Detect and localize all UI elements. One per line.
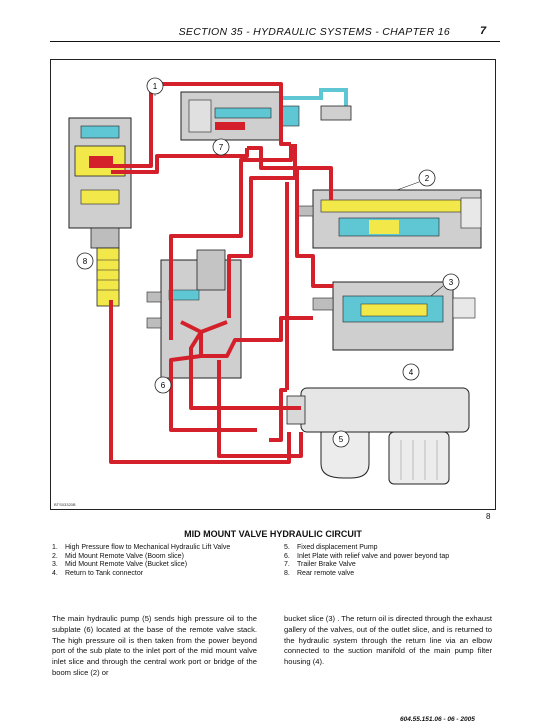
legend-text: Mid Mount Remote Valve (Boom slice)	[65, 552, 184, 560]
circuit-diagram: 1 2 3 4 5 6 7 8	[68, 77, 482, 485]
page-number: 7	[480, 25, 487, 37]
legend-number: 7.	[284, 561, 290, 568]
legend-text: Trailer Brake Valve	[297, 561, 356, 568]
legend-item: 6. Inlet Plate with relief valve and powe…	[284, 553, 504, 562]
callout-1-label: 1	[153, 82, 158, 91]
bucket-slice-valve	[312, 281, 476, 351]
legend-number: 4.	[52, 569, 58, 577]
callouts: 1 2 3 4 5 6 7 8	[76, 77, 460, 448]
legend-item: 4. Return to Tank connector	[52, 570, 252, 579]
callout-2	[418, 169, 436, 187]
legend-text: Rear remote valve	[297, 569, 355, 577]
legend-text: Inlet Plate with relief valve and power …	[297, 552, 450, 560]
callout-6-label: 6	[161, 381, 166, 390]
callout-3	[442, 273, 460, 291]
callout-8	[76, 252, 94, 270]
document-reference: 604.55.151.06 - 06 - 2005	[400, 716, 475, 723]
section-title: SECTION 35 - HYDRAULIC SYSTEMS - CHAPTER…	[178, 26, 450, 38]
legend-number: 5.	[284, 544, 290, 551]
pressure-lines	[109, 82, 333, 464]
trailer-brake-valve	[180, 88, 352, 141]
hydraulic-circuit-figure: 1 2 3 4 5 6 7 8 BTS03320B	[50, 59, 496, 510]
legend-text: Mid Mount Remote Valve (Bucket slice)	[65, 561, 188, 568]
legend-text: Return to Tank connector	[65, 569, 144, 577]
callout-5-label: 5	[339, 435, 344, 444]
pump-assembly	[286, 387, 470, 485]
callout-1	[146, 77, 164, 95]
legend-number: 1.	[52, 544, 58, 551]
legend-number: 8.	[284, 569, 290, 577]
body-text-left: The main hydraulic pump (5) sends high p…	[52, 614, 257, 677]
callout-3-label: 3	[449, 278, 454, 287]
legend-text: Fixed displacement Pump	[297, 544, 378, 551]
header-rule	[50, 41, 500, 42]
callout-8-label: 8	[83, 257, 88, 266]
legend-item: 7. Trailer Brake Valve	[284, 561, 504, 570]
legend-item: 1. High Pressure flow to Mechanical Hydra…	[52, 544, 252, 553]
legend-number: 6.	[284, 552, 290, 560]
body-text-right: bucket slice (3) . The return oil is dir…	[284, 614, 492, 667]
boom-slice-valve	[296, 189, 482, 249]
legend-right: 5. Fixed displacement Pump 6. Inlet Plate …	[284, 544, 504, 578]
legend-text: High Pressure flow to Mechanical Hydraul…	[65, 544, 231, 551]
legend-number: 3.	[52, 561, 58, 568]
callout-7-label: 7	[219, 143, 224, 152]
legend-item: 3. Mid Mount Remote Valve (Bucket slice)	[52, 561, 252, 570]
legend-item: 8. Rear remote valve	[284, 570, 504, 579]
rear-remote-valve	[68, 117, 132, 307]
legend-item: 2. Mid Mount Remote Valve (Boom slice)	[52, 553, 252, 562]
callout-5	[332, 430, 350, 448]
legend-number: 2.	[52, 552, 58, 560]
figure-id: BTS03320B	[54, 502, 76, 507]
callout-4-label: 4	[409, 368, 414, 377]
callout-4	[402, 363, 420, 381]
callout-7	[212, 138, 230, 156]
callout-6	[154, 376, 172, 394]
figure-caption-title: MID MOUNT VALVE HYDRAULIC CIRCUIT	[184, 529, 362, 539]
page-header: SECTION 35 - HYDRAULIC SYSTEMS - CHAPTER…	[50, 0, 500, 42]
figure-number: 8	[486, 512, 491, 521]
legend-item: 5. Fixed displacement Pump	[284, 544, 504, 553]
legend-left: 1. High Pressure flow to Mechanical Hydra…	[52, 544, 252, 578]
callout-2-label: 2	[425, 174, 430, 183]
